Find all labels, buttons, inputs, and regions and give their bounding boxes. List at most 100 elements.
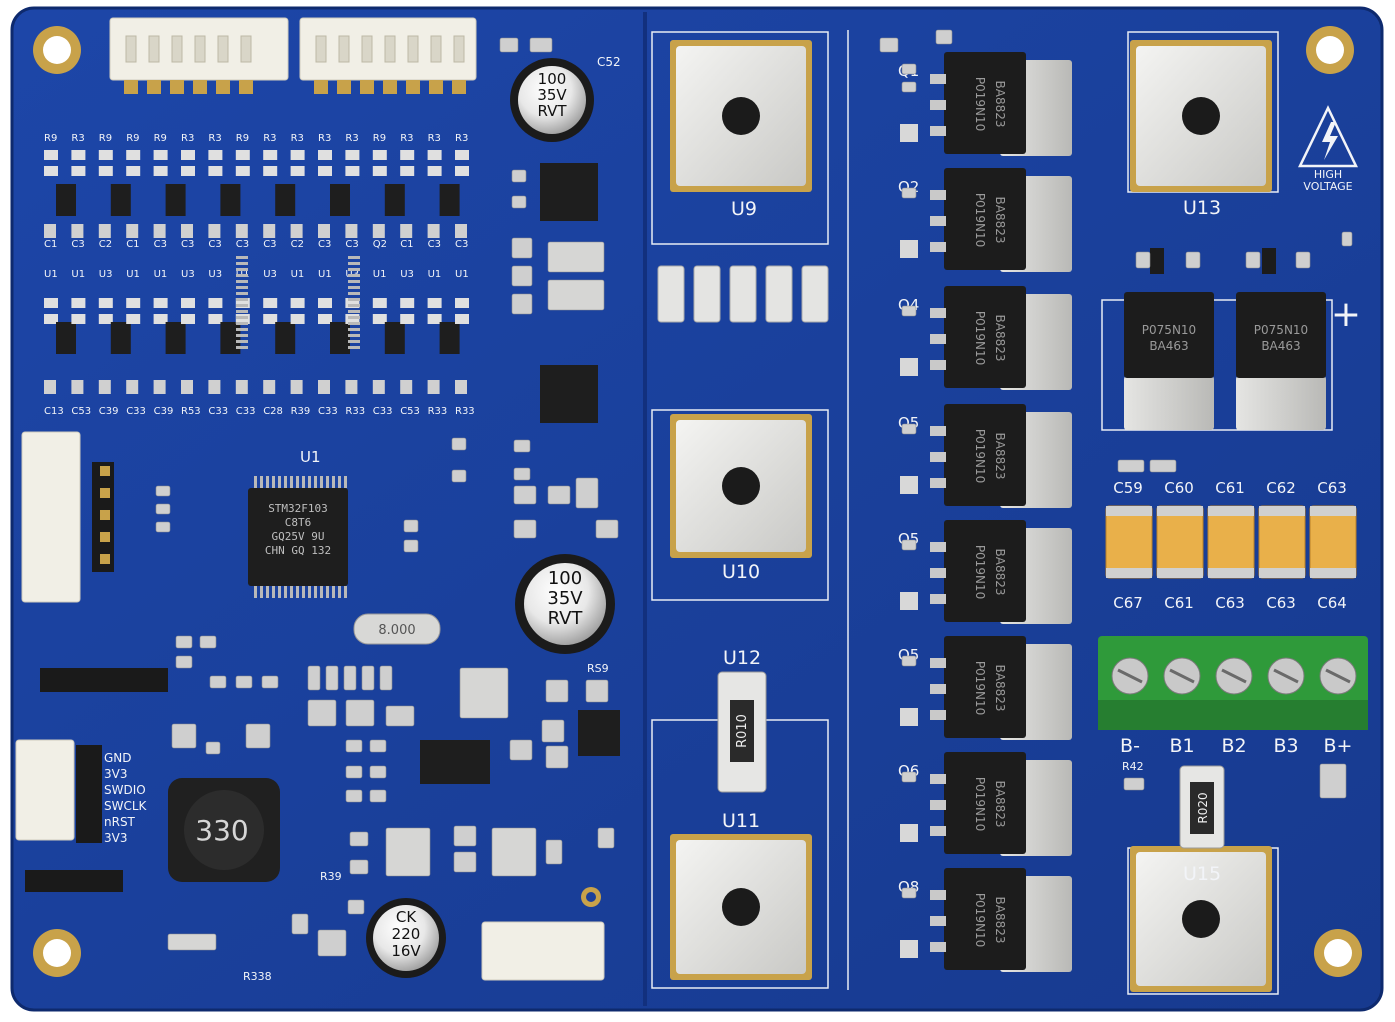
bank-label: R3 <box>263 133 276 144</box>
smd-part <box>547 485 571 505</box>
smd-part <box>155 503 171 515</box>
mcu-line2: C8T6 <box>285 516 312 529</box>
bank-label: C3 <box>428 239 441 250</box>
pad <box>801 265 829 323</box>
smd-pad <box>318 224 330 238</box>
bank-label: C2 <box>291 239 304 250</box>
fet-body <box>944 168 1026 270</box>
swd-label: 3V3 <box>104 831 127 845</box>
bank-label: U1 <box>318 269 332 280</box>
sot-chip <box>56 322 76 354</box>
bank-label: R3 <box>455 133 468 144</box>
smd-part <box>235 675 253 689</box>
smd-pad <box>400 298 415 308</box>
bank-label: C28 <box>263 406 283 417</box>
smd-part <box>347 899 365 915</box>
fet-marking: P019N10 <box>973 777 987 831</box>
pfet-tab <box>1124 376 1214 430</box>
svg-text:U15: U15 <box>1183 863 1221 885</box>
smd-pad <box>427 298 442 308</box>
smd-pad <box>372 298 387 308</box>
smd-part <box>545 839 563 865</box>
smd-part <box>901 887 917 899</box>
smd-parts <box>100 29 1353 957</box>
smd-pad <box>153 150 168 160</box>
smd-pad <box>153 224 166 238</box>
smd-part <box>209 675 227 689</box>
smd-part <box>511 237 533 259</box>
svg-text:R020: R020 <box>1196 792 1210 823</box>
smd-part <box>155 485 171 497</box>
smd-pad <box>372 314 387 324</box>
smd-pad <box>290 314 305 324</box>
fet-marking: BA8823 <box>993 897 1007 944</box>
smd-part <box>513 467 531 481</box>
fet-marking: BA8823 <box>993 781 1007 828</box>
smd-pad <box>153 298 168 308</box>
svg-text:100: 100 <box>538 70 567 88</box>
tant-label-top: C61 <box>1215 479 1245 497</box>
smd-part <box>901 539 917 551</box>
fet-marking: P019N10 <box>973 429 987 483</box>
bank-label: R3 <box>400 133 413 144</box>
smd-pad <box>235 224 248 238</box>
fet-body <box>944 752 1026 854</box>
bank-label: C3 <box>263 239 276 250</box>
smd-pad <box>290 224 303 238</box>
fet-marking: BA8823 <box>993 197 1007 244</box>
smd-part <box>547 241 605 273</box>
bank-label: C39 <box>99 406 119 417</box>
smd-part <box>511 265 533 287</box>
tant-label-top: C63 <box>1317 479 1347 497</box>
smd-part <box>901 423 917 435</box>
terminal-label: B+ <box>1324 735 1353 757</box>
svg-text:16V: 16V <box>391 942 421 960</box>
smd-part <box>175 635 193 649</box>
smd-pad <box>208 224 221 238</box>
smd-pad <box>400 380 413 394</box>
soic-chips <box>420 163 620 784</box>
smd-pad <box>235 380 248 394</box>
svg-text:330: 330 <box>195 814 248 847</box>
smd-pad <box>400 224 413 238</box>
smd-pad <box>345 150 360 160</box>
mcu-chip: STM32F103 C8T6 GQ25V 9U CHN GQ 132 U1 <box>236 256 360 598</box>
smd-part <box>901 187 917 199</box>
smd-pad <box>153 166 168 176</box>
smd-part <box>451 469 467 483</box>
bank-label: R9 <box>44 133 57 144</box>
pad <box>729 265 757 323</box>
smd-pad <box>208 314 223 324</box>
bank-label: C33 <box>126 406 146 417</box>
sot-chip <box>439 184 460 216</box>
bank-label: C53 <box>71 406 91 417</box>
svg-text:R010: R010 <box>735 714 750 748</box>
sot-chip <box>384 184 405 216</box>
bank-label: C53 <box>400 406 420 417</box>
smd-part <box>345 765 363 779</box>
bank-label: R33 <box>345 406 365 417</box>
svg-text:R42: R42 <box>1122 760 1144 773</box>
smd-pad <box>71 224 84 238</box>
tant-label-bot: C64 <box>1317 594 1347 612</box>
bank-label: U3 <box>181 269 195 280</box>
sot-chip <box>56 184 76 216</box>
smd-part <box>901 63 917 75</box>
smd-pad <box>98 380 111 394</box>
pad <box>765 265 793 323</box>
smd-part <box>369 765 387 779</box>
bank-label: U3 <box>263 269 277 280</box>
bank-label: C39 <box>154 406 174 417</box>
bank-label: C13 <box>44 406 64 417</box>
smd-pad <box>126 150 141 160</box>
tab-hole <box>722 467 760 505</box>
smd-part <box>1135 251 1151 269</box>
smd-pad <box>455 150 469 160</box>
pfet-marking: P075N10 <box>1142 323 1196 337</box>
smd-part <box>901 655 917 667</box>
smd-part <box>1245 251 1261 269</box>
